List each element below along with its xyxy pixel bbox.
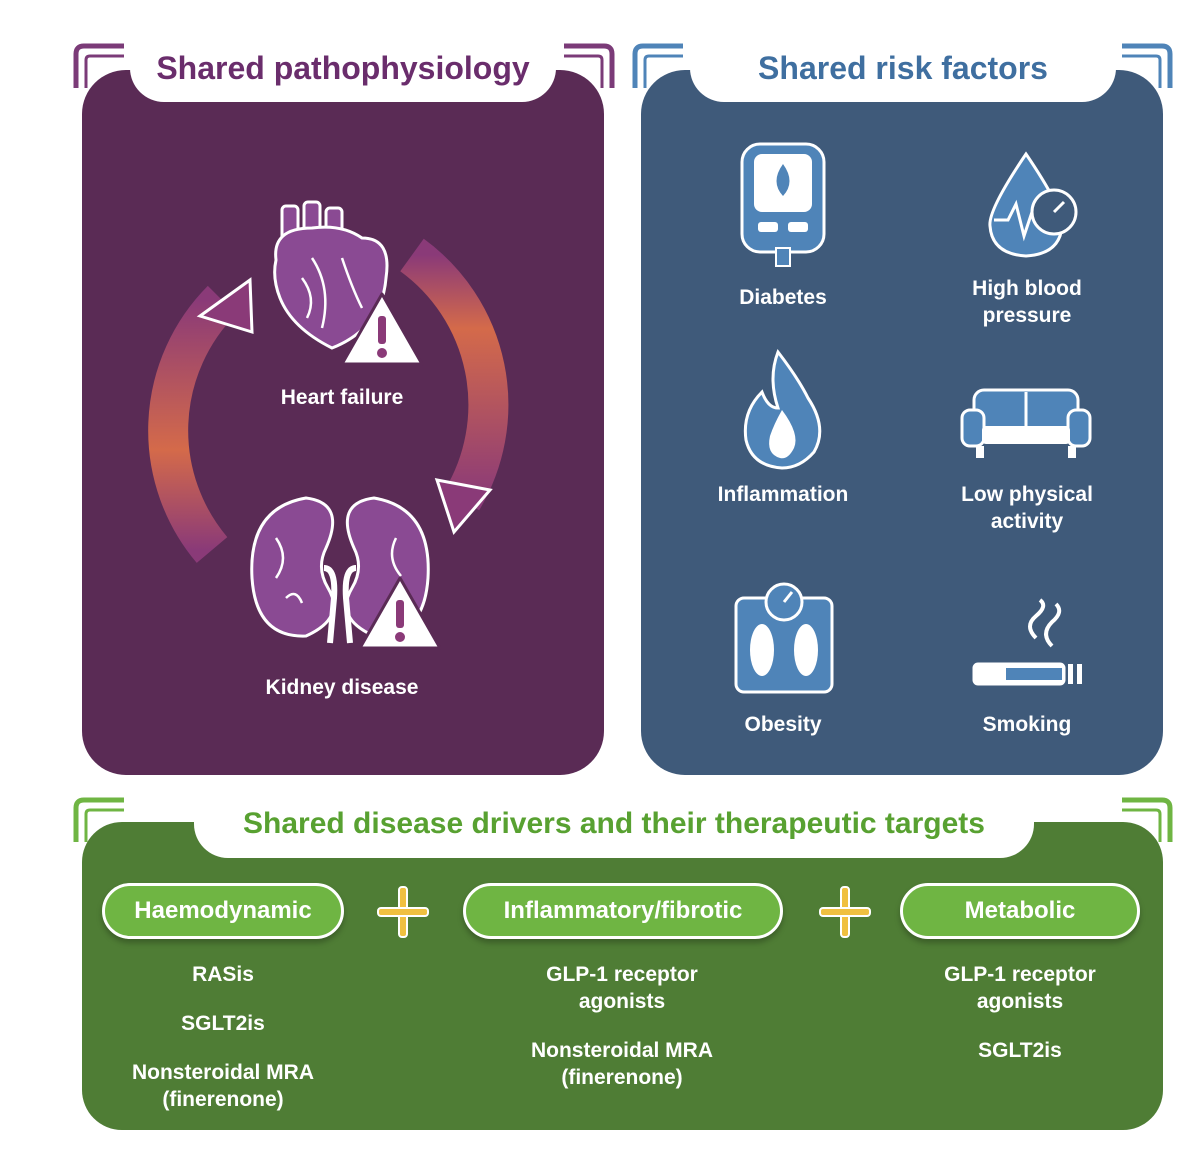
bracket-decoration — [632, 43, 683, 88]
drug-label: RASis — [192, 963, 254, 986]
heart-icon — [273, 200, 389, 350]
cigarette-icon — [972, 598, 1082, 686]
bracket-decoration — [564, 43, 615, 88]
warning-icon — [358, 576, 442, 650]
drug-label: Nonsteroidal MRA (finerenone) — [131, 1061, 314, 1111]
category-pill: Metabolic — [900, 883, 1140, 939]
drug-label: Nonsteroidal MRA (finerenone) — [530, 1039, 713, 1089]
disease-drivers-panel — [82, 822, 1163, 1130]
bracket-decoration — [1122, 797, 1173, 842]
plus-icon — [377, 886, 429, 938]
category-pill: Inflammatory/fibrotic — [463, 883, 783, 939]
bracket-decoration — [1122, 43, 1173, 88]
blood-drop-gauge-icon — [988, 151, 1078, 258]
risk-factor-label: Inflammation — [717, 483, 849, 506]
risk-factor-label: Diabetes — [739, 286, 827, 309]
glucometer-icon — [740, 142, 826, 267]
drug-label: GLP-1 receptor agonists — [944, 963, 1096, 1013]
sofa-icon — [960, 388, 1092, 458]
drug-label: SGLT2is — [181, 1012, 265, 1035]
drug-label: GLP-1 receptor agonists — [546, 963, 698, 1013]
pathophysiology-title: Shared pathophysiology — [130, 38, 556, 102]
scale-icon — [734, 582, 834, 694]
bracket-decoration — [73, 43, 124, 88]
risk-factor-label: Obesity — [744, 713, 822, 736]
risk-factor-label: High blood pressure — [972, 277, 1082, 327]
bracket-decoration — [73, 797, 124, 842]
kidney-disease-label: Kidney disease — [265, 676, 419, 699]
category-pill: Haemodynamic — [102, 883, 344, 939]
warning-icon — [340, 292, 424, 366]
flame-icon — [743, 348, 822, 470]
risk-factor-label: Smoking — [982, 713, 1072, 736]
risk-factors-title: Shared risk factors — [690, 38, 1116, 102]
disease-drivers-title: Shared disease drivers and their therape… — [194, 796, 1034, 858]
heart-failure-label: Heart failure — [280, 386, 404, 409]
plus-icon — [819, 886, 871, 938]
risk-factor-label: Low physical activity — [961, 483, 1093, 533]
drug-label: SGLT2is — [978, 1039, 1062, 1062]
cycle-arrows-icon — [148, 238, 509, 563]
